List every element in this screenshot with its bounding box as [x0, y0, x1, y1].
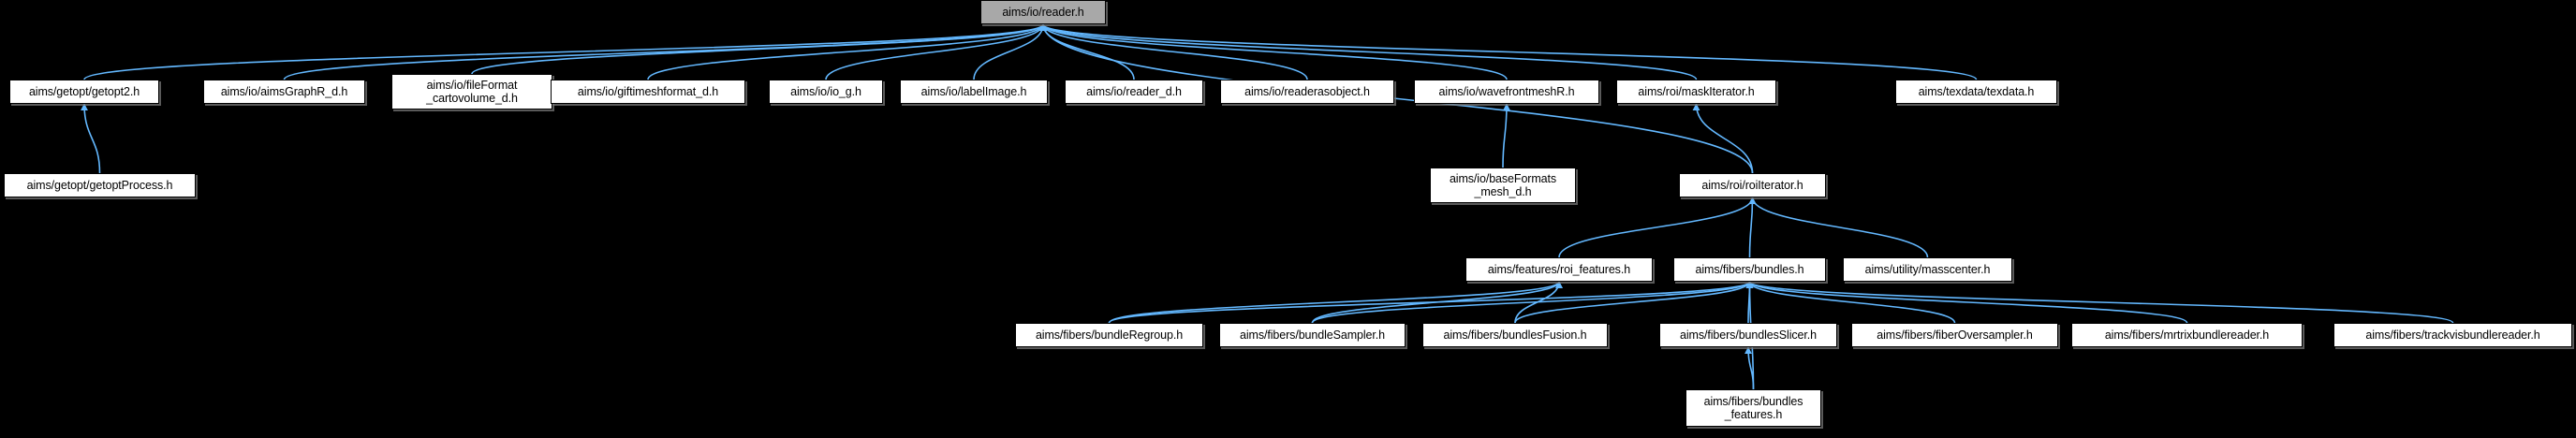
graph-node-label: aims/io/readerasobject.h — [1244, 85, 1370, 98]
graph-edge-giftimesh-to-reader — [647, 23, 1047, 80]
graph-edge-getoptprocess-to-getopt2 — [81, 103, 101, 174]
graph-node-label: aims/roi/maskIterator.h — [1638, 85, 1755, 98]
graph-edge-bundles-to-roiiterator — [1748, 197, 1757, 258]
graph-node-wavefront[interactable]: aims/io/wavefrontmeshR.h — [1414, 80, 1599, 104]
graph-node-labelimage[interactable]: aims/io/labelImage.h — [900, 80, 1048, 104]
graph-node-texdata[interactable]: aims/texdata/texdata.h — [1895, 80, 2057, 104]
graph-node-label: aims/io/labelImage.h — [920, 85, 1027, 98]
graph-node-giftimesh[interactable]: aims/io/giftimeshformat_d.h — [551, 80, 745, 104]
graph-node-label: aims/getopt/getoptProcess.h — [26, 179, 173, 192]
graph-edge-maskiter-to-reader — [1039, 23, 1698, 80]
graph-node-label: aims/fibers/mrtrixbundlereader.h — [2104, 328, 2270, 342]
graph-node-fiberoversampler[interactable]: aims/fibers/fiberOversampler.h — [1851, 323, 2058, 347]
graph-edge-roiiterator-to-reader — [1039, 23, 1754, 174]
graph-node-label: aims/io/reader.h — [1002, 6, 1084, 19]
graph-node-readerd[interactable]: aims/io/reader_d.h — [1065, 80, 1203, 104]
graph-node-label: aims/utility/masscenter.h — [1864, 263, 1991, 276]
graph-node-label: aims/texdata/texdata.h — [1918, 85, 2035, 98]
graph-node-label: aims/io/io_g.h — [790, 85, 861, 98]
graph-edge-getopt2-to-reader — [83, 23, 1047, 80]
graph-edge-bundleregroup-to-roifeatures — [1108, 281, 1563, 324]
graph-edge-texdata-to-reader — [1039, 23, 1978, 80]
graph-edge-readerd-to-reader — [1039, 23, 1135, 80]
graph-node-label: aims/roi/roiIterator.h — [1701, 179, 1803, 192]
graph-node-label: aims/fibers/bundlesSlicer.h — [1680, 328, 1817, 342]
graph-node-label: aims/io/reader_d.h — [1086, 85, 1182, 98]
graph-node-bundlesslicer[interactable]: aims/fibers/bundlesSlicer.h — [1659, 323, 1837, 347]
graph-node-label: aims/fibers/trackvisbundlereader.h — [2365, 328, 2540, 342]
graph-node-roifeatures[interactable]: aims/features/roi_features.h — [1465, 257, 1653, 282]
graph-node-label: aims/fibers/bundleRegroup.h — [1035, 328, 1184, 342]
graph-node-maskiter[interactable]: aims/roi/maskIterator.h — [1616, 80, 1776, 104]
graph-node-label: aims/fibers/bundleSampler.h — [1239, 328, 1386, 342]
graph-node-mrtrixreader[interactable]: aims/fibers/mrtrixbundlereader.h — [2071, 323, 2303, 347]
graph-edge-masscenter-to-roiiterator — [1748, 197, 1929, 258]
graph-node-readerasobj[interactable]: aims/io/readerasobject.h — [1220, 80, 1394, 104]
graph-node-filefmtcarto[interactable]: aims/io/fileFormat _cartovolume_d.h — [391, 74, 552, 110]
graph-node-masscenter[interactable]: aims/utility/masscenter.h — [1843, 257, 2012, 282]
graph-edge-baseformats-to-wavefront — [1502, 103, 1510, 168]
graph-node-bundles[interactable]: aims/fibers/bundles.h — [1673, 257, 1826, 282]
edge-group — [81, 23, 2454, 390]
graph-edge-bundlesfusion-to-roifeatures — [1514, 281, 1563, 324]
graph-node-bundleregroup[interactable]: aims/fibers/bundleRegroup.h — [1015, 323, 1203, 347]
graph-edge-roifeatures-to-roiiterator — [1558, 197, 1757, 258]
graph-node-bundlesampler[interactable]: aims/fibers/bundleSampler.h — [1219, 323, 1406, 347]
graph-node-label: aims/fibers/bundlesFusion.h — [1443, 328, 1587, 342]
graph-node-aimsgraphr[interactable]: aims/io/aimsGraphR_d.h — [203, 80, 365, 104]
graph-node-bundlesfusion[interactable]: aims/fibers/bundlesFusion.h — [1422, 323, 1608, 347]
graph-node-reader[interactable]: aims/io/reader.h — [980, 0, 1106, 24]
graph-edge-labelimage-to-reader — [973, 23, 1047, 80]
graph-edge-filefmtcarto-to-reader — [471, 23, 1047, 75]
graph-node-label: aims/features/roi_features.h — [1487, 263, 1631, 276]
graph-node-trackvisreader[interactable]: aims/fibers/trackvisbundlereader.h — [2333, 323, 2572, 347]
graph-node-label: aims/fibers/fiberOversampler.h — [1877, 328, 2033, 342]
graph-node-baseformats[interactable]: aims/io/baseFormats _mesh_d.h — [1430, 168, 1576, 203]
graph-edge-trackvisreader-to-bundles — [1745, 281, 2454, 324]
graph-node-label: aims/io/fileFormat _cartovolume_d.h — [426, 79, 518, 105]
graph-edge-bundlesampler-to-roifeatures — [1311, 281, 1563, 324]
graph-edge-bundlesampler-to-bundles — [1311, 281, 1754, 324]
graph-edge-bundlesfusion-to-bundles — [1514, 281, 1754, 324]
graph-edge-wavefront-to-reader — [1039, 23, 1508, 80]
graph-node-label: aims/io/wavefrontmeshR.h — [1438, 85, 1575, 98]
graph-node-label: aims/fibers/bundles.h — [1695, 263, 1804, 276]
graph-node-getoptprocess[interactable]: aims/getopt/getoptProcess.h — [4, 173, 196, 197]
graph-node-iog[interactable]: aims/io/io_g.h — [769, 80, 883, 104]
graph-edge-readerasobj-to-reader — [1039, 23, 1308, 80]
graph-node-label: aims/io/giftimeshformat_d.h — [577, 85, 719, 98]
graph-node-label: aims/io/aimsGraphR_d.h — [220, 85, 348, 98]
graph-edge-mrtrixreader-to-bundles — [1745, 281, 2188, 324]
graph-node-getopt2[interactable]: aims/getopt/getopt2.h — [9, 80, 159, 104]
graph-edge-roiiterator-to-maskiter — [1692, 103, 1754, 174]
graph-node-label: aims/io/baseFormats _mesh_d.h — [1449, 172, 1557, 198]
graph-node-label: aims/getopt/getopt2.h — [28, 85, 140, 98]
graph-edge-fiberoversampler-to-bundles — [1745, 281, 1956, 324]
graph-node-bundlesfeatures[interactable]: aims/fibers/bundles _features.h — [1685, 389, 1821, 427]
graph-node-roiiterator[interactable]: aims/roi/roiIterator.h — [1679, 173, 1826, 197]
graph-edge-iog-to-reader — [825, 23, 1047, 80]
graph-node-label: aims/fibers/bundles _features.h — [1703, 395, 1803, 421]
